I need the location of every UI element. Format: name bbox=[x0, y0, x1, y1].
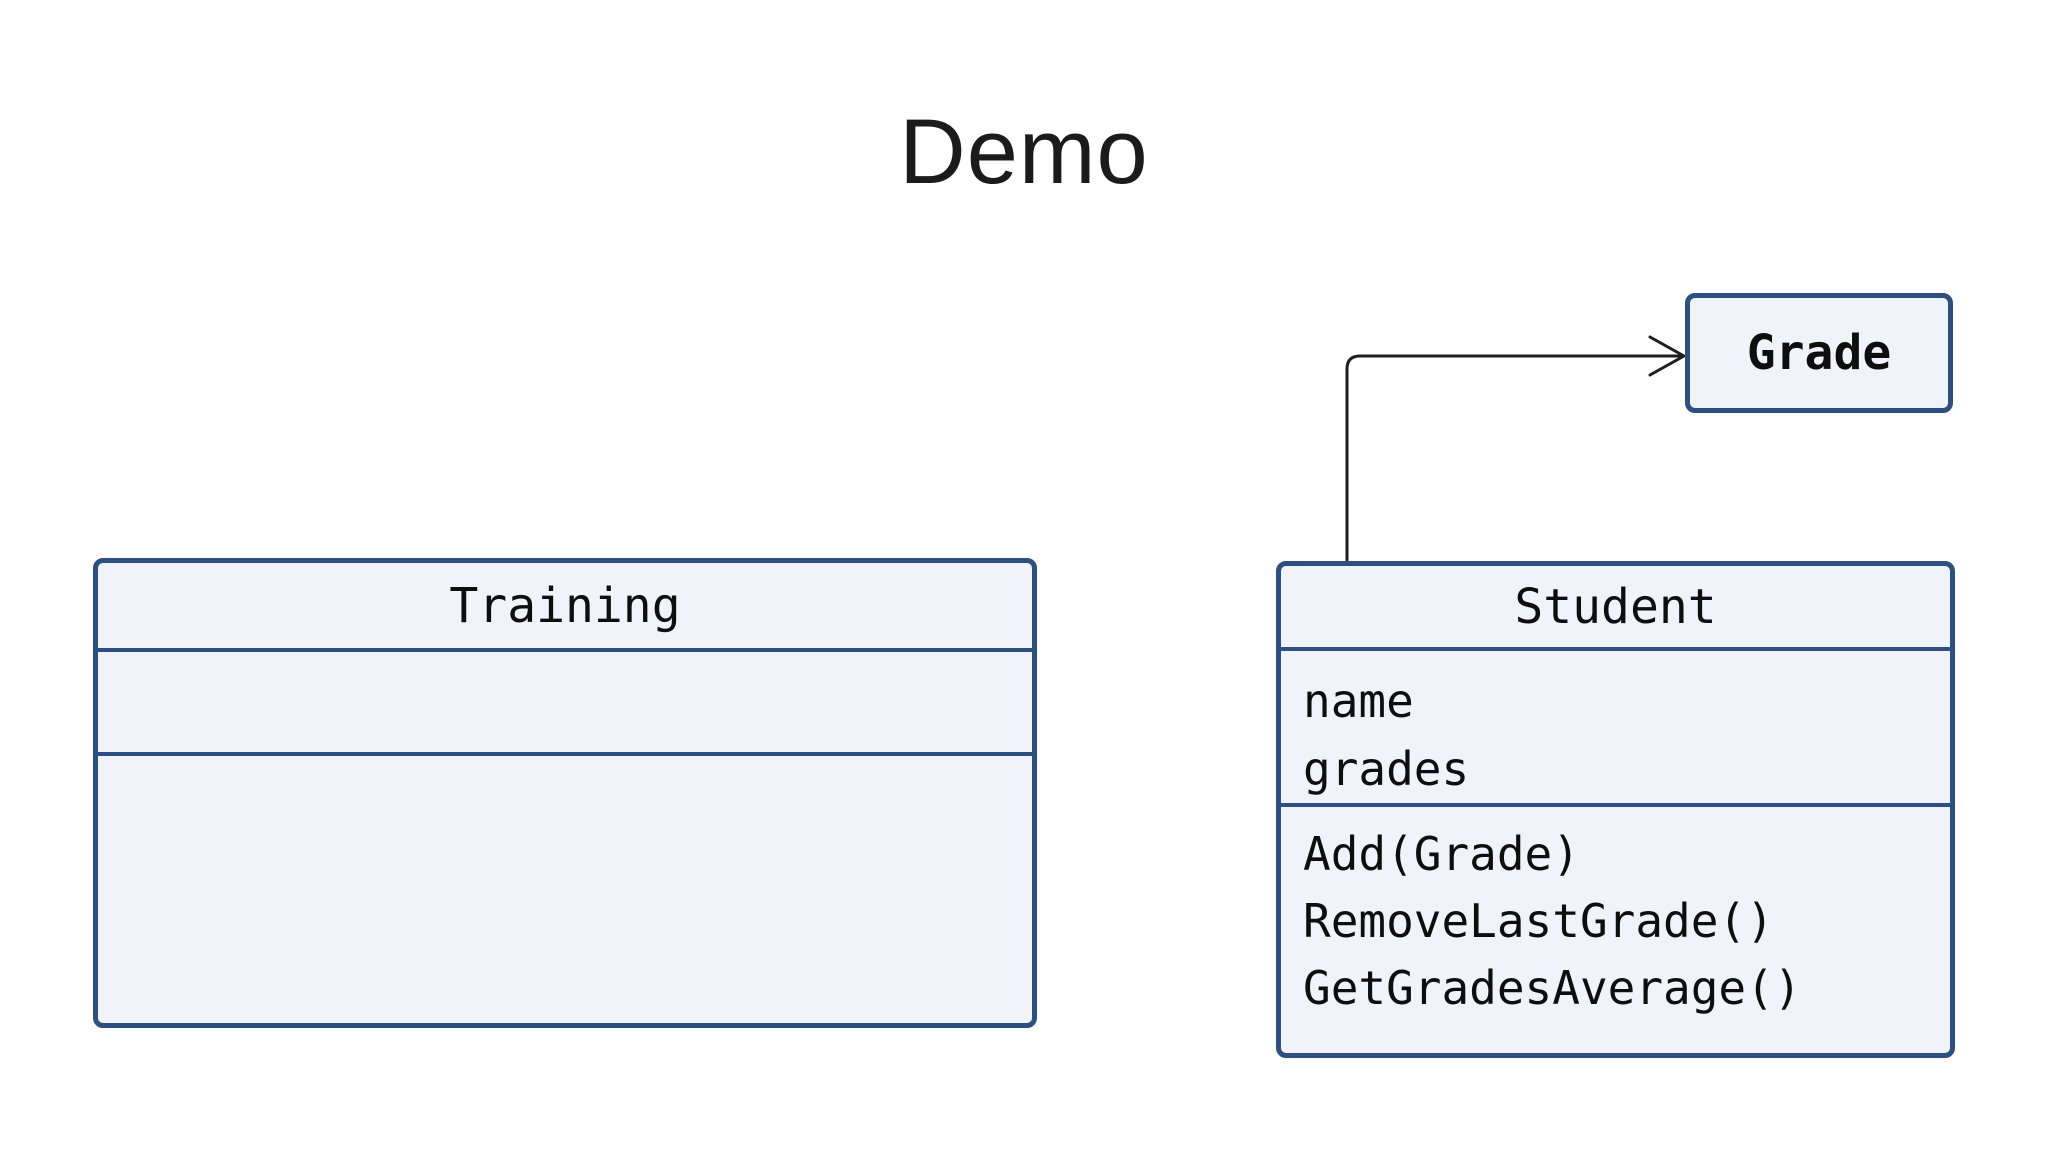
class-name-header: Student bbox=[1281, 566, 1950, 651]
attribute-item: grades bbox=[1303, 742, 1470, 796]
connector-line bbox=[1345, 354, 1684, 562]
class-box-student[interactable]: Student name grades Add(Grade) RemoveLas… bbox=[1276, 561, 1955, 1058]
method-item: RemoveLastGrade() bbox=[1303, 894, 1774, 948]
methods-section: Add(Grade) RemoveLastGrade() GetGradesAv… bbox=[1281, 807, 1950, 1053]
attributes-section: name grades bbox=[1281, 651, 1950, 807]
method-item: Add(Grade) bbox=[1303, 827, 1580, 881]
class-name-label: Student bbox=[1514, 578, 1717, 635]
arrowhead-icon bbox=[1648, 335, 1686, 377]
class-box-grade[interactable]: Grade bbox=[1685, 293, 1953, 413]
attributes-section bbox=[98, 652, 1032, 756]
class-name-header: Training bbox=[98, 563, 1032, 652]
attribute-item: name bbox=[1303, 674, 1414, 728]
method-item: GetGradesAverage() bbox=[1303, 961, 1802, 1015]
class-box-training[interactable]: Training bbox=[93, 558, 1037, 1028]
diagram-title: Demo bbox=[899, 101, 1149, 203]
class-name-label: Training bbox=[449, 577, 681, 634]
methods-section bbox=[98, 756, 1032, 1023]
class-name-label: Grade bbox=[1746, 325, 1892, 381]
